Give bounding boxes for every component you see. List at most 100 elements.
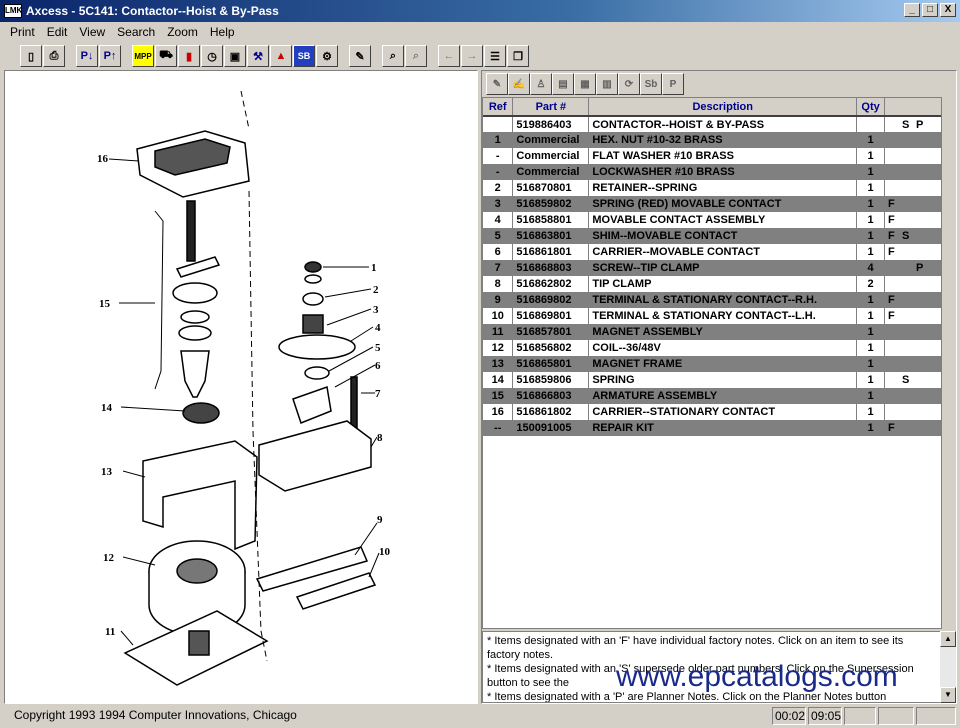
cell-qty: 2 (856, 276, 886, 292)
flag-f: F (888, 310, 895, 322)
note-f: * Items designated with an 'F' have indi… (487, 635, 904, 661)
sb-icon[interactable]: SB (293, 45, 315, 67)
flag-p (916, 422, 930, 434)
scroll-down-icon[interactable]: ▼ (940, 687, 956, 703)
time-elapsed: 00:02 (772, 707, 806, 725)
menu-search[interactable]: Search (117, 25, 156, 39)
flag-f: F (888, 230, 895, 242)
sort-up-icon[interactable]: P↑ (99, 45, 121, 67)
cell-description: RETAINER--SPRING (588, 180, 858, 196)
attach-icon[interactable]: ✎ (349, 45, 371, 67)
scroll-up-icon[interactable]: ▲ (940, 631, 956, 647)
parts-icon[interactable]: ⚙ (316, 45, 338, 67)
cell-description: CARRIER--STATIONARY CONTACT (588, 404, 858, 420)
cell-part: 516870801 (512, 180, 590, 196)
callout-15: 15 (99, 298, 111, 310)
menu-zoom[interactable]: Zoom (167, 25, 198, 39)
flag-s: S (902, 230, 910, 242)
parts-tool-6-icon[interactable]: ⟳ (618, 73, 640, 95)
minimize-button[interactable]: _ (904, 3, 920, 17)
menu-print[interactable]: Print (10, 25, 35, 39)
title-bar[interactable]: LMK Axcess - 5C141: Contactor--Hoist & B… (0, 0, 960, 22)
flag-p (916, 246, 930, 258)
cell-description: TERMINAL & STATIONARY CONTACT--R.H. (588, 292, 858, 308)
parts-tool-1-icon[interactable]: ✍ (508, 73, 530, 95)
app-icon: LMK (4, 4, 22, 18)
flag-f (888, 262, 902, 274)
parts-tool-3-icon[interactable]: ▤ (552, 73, 574, 95)
chart-icon[interactable]: ▮ (178, 45, 200, 67)
parts-tool-0-icon[interactable]: ✎ (486, 73, 508, 95)
menu-edit[interactable]: Edit (46, 25, 68, 39)
mpp-icon[interactable]: MPP (132, 45, 154, 67)
zoom-out-icon[interactable]: ⌕ (405, 45, 427, 67)
col-qty[interactable]: Qty (856, 98, 886, 117)
forward-arrow-icon[interactable]: → (461, 45, 483, 67)
vehicle-icon[interactable]: ⛟ (155, 45, 177, 67)
menu-help[interactable]: Help (209, 25, 235, 39)
print-icon[interactable]: ⎙ (43, 45, 65, 67)
notes-scrollbar[interactable]: ▲ ▼ (940, 631, 956, 703)
menu-view[interactable]: View (79, 25, 106, 39)
col-ref[interactable]: Ref (483, 98, 514, 117)
parts-tool-7-icon[interactable]: Sb (640, 73, 662, 95)
cell-part: 516863801 (512, 228, 590, 244)
list-icon[interactable]: ☰ (484, 45, 506, 67)
back-arrow-icon[interactable]: ← (438, 45, 460, 67)
cell-qty: 1 (856, 244, 886, 260)
cell-ref: 13 (483, 356, 514, 372)
tools-icon[interactable]: ⚒ (247, 45, 269, 67)
sort-down-icon[interactable]: P↓ (76, 45, 98, 67)
diagram-pane[interactable]: 16 15 14 13 12 11 1 2 3 4 5 6 7 8 9 10 (4, 70, 478, 704)
cell-qty: 1 (856, 164, 886, 180)
parts-tool-8-icon[interactable]: P (662, 73, 684, 95)
callout-11: 11 (105, 626, 115, 638)
image-icon[interactable]: ▣ (224, 45, 246, 67)
cell-qty: 1 (856, 132, 886, 148)
cell-ref: 14 (483, 372, 514, 388)
flag-s (902, 310, 916, 322)
callout-7: 7 (375, 388, 381, 400)
col-part[interactable]: Part # (512, 98, 590, 117)
cell-flags (884, 276, 941, 292)
new-document-icon[interactable]: ▯ (20, 45, 42, 67)
parts-tool-4-icon[interactable]: ▦ (574, 73, 596, 95)
clock-icon[interactable]: ◷ (201, 45, 223, 67)
copy-icon[interactable]: ❐ (507, 45, 529, 67)
cell-ref: 10 (483, 308, 514, 324)
parts-tool-2-icon[interactable]: ♙ (530, 73, 552, 95)
notes-box[interactable]: * Items designated with an 'F' have indi… (482, 631, 942, 703)
maximize-button[interactable]: □ (922, 3, 938, 17)
close-button[interactable]: X (940, 3, 956, 17)
cell-description: SCREW--TIP CLAMP (588, 260, 858, 276)
zoom-in-icon[interactable]: ⌕ (382, 45, 404, 67)
flag-f: F (888, 246, 895, 258)
parts-tool-5-icon[interactable]: ▥ (596, 73, 618, 95)
cell-qty: 1 (856, 388, 886, 404)
warning-icon[interactable]: ▲ (270, 45, 292, 67)
cell-ref: 9 (483, 292, 514, 308)
col-description[interactable]: Description (588, 98, 858, 117)
